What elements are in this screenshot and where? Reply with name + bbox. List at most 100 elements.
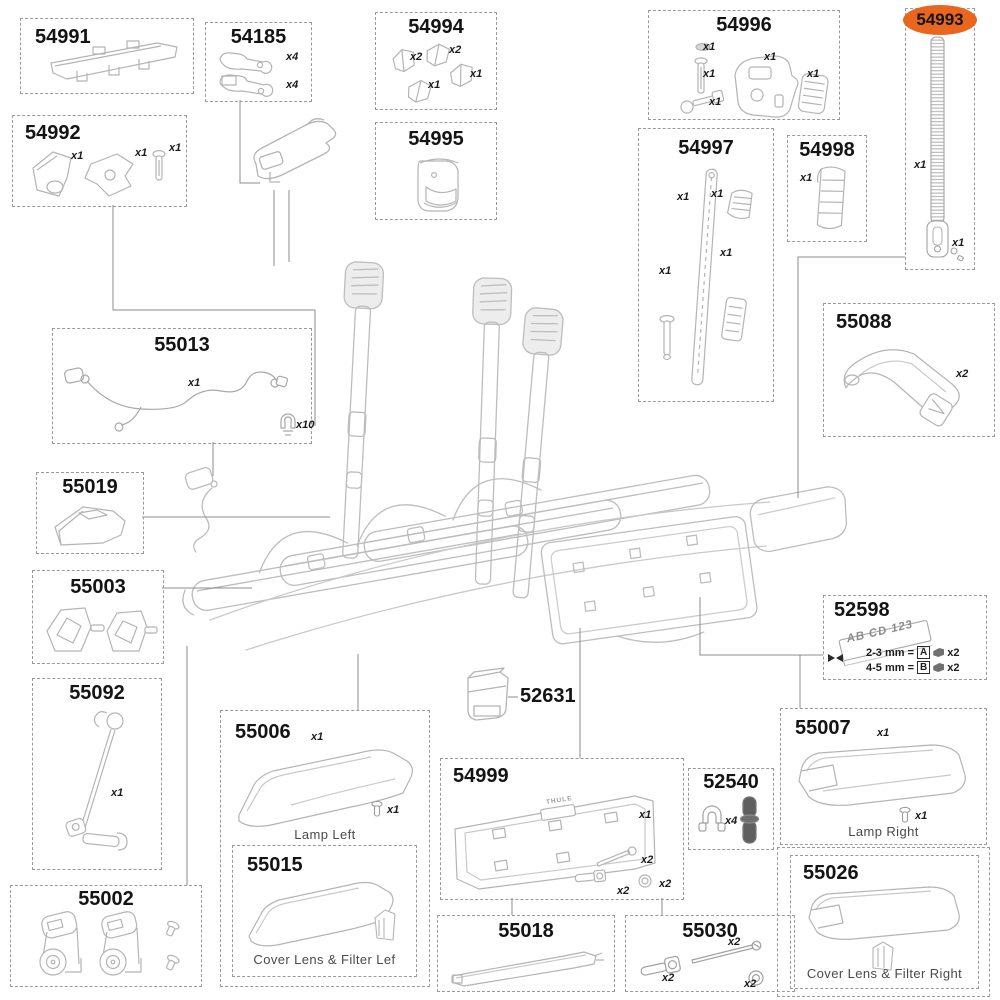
part-box-54995[interactable]: 54995 — [375, 122, 497, 220]
end-cap-drawing — [408, 153, 464, 215]
cover-lens-left-caption: Cover Lens & Filter Lef — [253, 952, 396, 967]
part-box-55026-outer: 55026 Cover Lens & Filter Right — [777, 847, 990, 997]
count-label: x2 — [617, 885, 630, 897]
part-number-52631[interactable]: 52631 — [520, 685, 576, 707]
count-label: x1 — [428, 79, 441, 91]
wedge-block-drawing — [49, 501, 133, 551]
count-label: x2 — [659, 878, 672, 890]
lamp-left-drawing — [231, 745, 423, 829]
lamp-right-caption: Lamp Right — [848, 824, 919, 839]
part-box-55006[interactable]: 55006 x1 x1 Lamp Left 55015 Cover Lens &… — [220, 710, 430, 987]
rubber-pad-drawing — [810, 166, 852, 234]
part-number: 54995 — [408, 128, 464, 150]
letter-a-box: A — [917, 646, 931, 659]
part-box-55092[interactable]: 55092 x1 — [32, 678, 162, 870]
thickness-row-b: 4-5 mm = B x2 — [866, 661, 960, 674]
count-label: x1 — [188, 377, 201, 389]
part-number: 54997 — [678, 137, 734, 159]
count-label: x1 — [677, 191, 690, 203]
part-box-54994[interactable]: 54994 x2 x2 x1 x1 — [375, 12, 497, 110]
part-box-55018[interactable]: 55018 — [437, 915, 615, 992]
part-number: 55015 — [247, 854, 303, 876]
part-number: 55007 — [795, 717, 851, 739]
holder-clips-drawing — [41, 605, 157, 659]
part-box-52540[interactable]: 52540 x4 — [688, 768, 774, 850]
filter-left-drawing — [371, 908, 401, 946]
part-box-54185[interactable]: 54185 x4 x4 — [205, 22, 312, 102]
clip-set-drawing — [388, 41, 486, 105]
wiring-harness-drawing — [61, 353, 305, 439]
count-label: x1 — [709, 96, 722, 108]
part-box-54999[interactable]: 54999 THULE x1 x2 x2 x2 — [440, 758, 684, 900]
lock-knob-kit-drawing — [657, 37, 833, 117]
part-number: 55002 — [78, 888, 134, 910]
thickness-row-a: 2-3 mm = A x2 — [866, 646, 960, 659]
part-box-54993[interactable]: 54993 x1 x1 — [903, 5, 977, 270]
bolt-set-drawing — [634, 942, 786, 988]
part-box-54998[interactable]: 54998 x1 — [787, 135, 867, 242]
part-box-55013[interactable]: 55013 x1 x10 — [52, 328, 315, 444]
part-number: 54998 — [799, 139, 855, 161]
part-box-55015[interactable]: 55015 Cover Lens & Filter Lef — [232, 845, 417, 977]
count-label: x4 — [725, 815, 738, 827]
count-label: x2 — [956, 368, 969, 380]
count-label: x1 — [71, 150, 84, 162]
thickness-arrows-icon — [828, 654, 843, 662]
part-box-54992[interactable]: 54992 x1 x1 x1 — [12, 115, 187, 207]
wheel-strap-drawing — [916, 35, 964, 265]
roof-rail-drawing — [41, 33, 189, 91]
cable-clip-strap-drawing — [697, 795, 765, 847]
count-label: x1 — [169, 142, 182, 154]
part-number: 55003 — [70, 576, 126, 598]
frame-handle-drawing — [836, 336, 986, 430]
part-number: 54185 — [230, 26, 287, 48]
lamp-left-caption: Lamp Left — [294, 827, 356, 842]
filter-right-drawing — [867, 940, 897, 976]
ratchet-tensioner-drawing — [248, 110, 340, 192]
count-label: x4 — [286, 79, 299, 91]
count-label: x1 — [659, 265, 672, 277]
part-box-54996[interactable]: 54996 x1 x1 x1 x1 x1 — [648, 10, 840, 120]
bike-rack-drawing — [150, 248, 850, 693]
part-box-55003[interactable]: 55003 — [32, 570, 164, 664]
count-label: x1 — [711, 188, 724, 200]
part-number: 55018 — [498, 920, 554, 942]
count-label: x1 — [720, 247, 733, 259]
count-label: x2 — [662, 972, 675, 984]
part-number: 55092 — [69, 682, 125, 704]
part-box-55030[interactable]: 55030 x2 x2 x2 — [625, 915, 795, 992]
lever-parts-drawing — [214, 49, 304, 99]
screw-icon — [371, 801, 383, 819]
part-box-55019[interactable]: 55019 — [36, 472, 144, 554]
count-label: x1 — [470, 68, 483, 80]
count-label: x1 — [800, 172, 813, 184]
part-box-54997[interactable]: 54997 x1 x1 x1 x1 — [638, 128, 774, 402]
count-label: x1 — [952, 237, 965, 249]
part-box-55002[interactable]: 55002 — [10, 885, 202, 987]
part-number: 54996 — [716, 14, 772, 36]
count-label: x1 — [807, 68, 820, 80]
long-strap-kit-drawing — [647, 167, 767, 395]
plate-holder-drawing — [449, 785, 677, 895]
support-arm-drawing — [57, 707, 137, 865]
part-box-52598[interactable]: 52598 AB CD 123 2-3 mm = A x2 4-5 mm = B… — [823, 595, 987, 680]
selected-part-highlight: 54993 — [903, 5, 977, 35]
count-label: x1 — [311, 731, 324, 743]
count-label: x1 — [764, 51, 777, 63]
part-box-55088[interactable]: 55088 x2 — [823, 303, 995, 437]
part-number: 52598 — [834, 599, 890, 621]
count-label: x1 — [135, 147, 148, 159]
part-number: 55088 — [836, 311, 892, 333]
part-box-55007[interactable]: 55007 x1 x1 Lamp Right — [780, 708, 987, 845]
part-box-54991[interactable]: 54991 — [20, 18, 194, 94]
count-label: x10 — [296, 419, 315, 431]
letter-b-box: B — [917, 661, 931, 674]
count-label: x4 — [286, 51, 299, 63]
part-number: 54991 — [35, 26, 91, 48]
count-label: x2 — [728, 936, 741, 948]
cover-lens-right-caption: Cover Lens & Filter Right — [806, 966, 963, 981]
part-box-55026[interactable]: 55026 Cover Lens & Filter Right — [790, 855, 979, 989]
part-number: 52540 — [703, 771, 759, 793]
